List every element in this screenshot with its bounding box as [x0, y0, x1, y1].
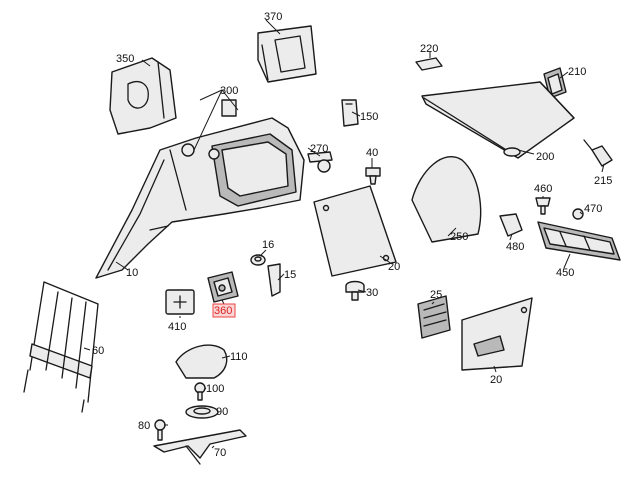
part-220[interactable] — [415, 57, 443, 71]
callout-15: 15 — [284, 269, 296, 281]
callout-40: 40 — [366, 147, 378, 159]
part-20-upper[interactable] — [313, 185, 397, 277]
callout-25: 25 — [430, 289, 442, 301]
part-20-lower[interactable] — [461, 297, 533, 371]
callout-360: 360 — [214, 305, 232, 317]
part-210[interactable] — [543, 67, 567, 99]
callout-220: 220 — [420, 43, 438, 55]
part-70[interactable] — [153, 429, 247, 465]
callout-30: 30 — [366, 287, 378, 299]
callout-215: 215 — [594, 175, 612, 187]
part-460[interactable] — [535, 197, 551, 215]
highlight-box-360 — [212, 303, 236, 318]
part-100[interactable] — [194, 382, 206, 401]
part-110[interactable] — [175, 344, 228, 379]
callout-90: 90 — [216, 406, 228, 418]
callout-470: 470 — [584, 203, 602, 215]
callout-20-lower: 20 — [490, 374, 502, 386]
callout-110: 110 — [230, 351, 248, 363]
callout-350: 350 — [116, 53, 134, 65]
part-480[interactable] — [499, 213, 523, 237]
callout-80: 80 — [138, 420, 150, 432]
part-450[interactable] — [537, 221, 621, 261]
part-200[interactable] — [421, 81, 575, 159]
part-80[interactable] — [154, 419, 166, 441]
callout-210: 210 — [568, 66, 586, 78]
callout-480: 480 — [506, 241, 524, 253]
part-15[interactable] — [267, 263, 281, 297]
callout-labels: 370 350 300 150 270 40 20 30 16 15 410 3… — [92, 11, 612, 459]
part-300[interactable] — [221, 99, 237, 117]
callout-300: 300 — [220, 85, 238, 97]
part-250[interactable] — [411, 155, 482, 243]
part-60[interactable] — [23, 281, 99, 413]
callout-370: 370 — [264, 11, 282, 23]
callout-10: 10 — [126, 267, 138, 279]
part-25[interactable] — [417, 295, 451, 339]
callout-16: 16 — [262, 239, 274, 251]
part-40[interactable] — [365, 167, 381, 185]
part-16[interactable] — [250, 254, 266, 266]
callout-460: 460 — [534, 183, 552, 195]
part-150[interactable] — [341, 99, 359, 127]
callout-410: 410 — [168, 321, 186, 333]
callout-70: 70 — [214, 447, 226, 459]
part-10[interactable] — [95, 117, 305, 279]
part-350[interactable] — [109, 57, 177, 135]
callout-60: 60 — [92, 345, 104, 357]
part-470[interactable] — [572, 208, 584, 220]
part-90[interactable] — [185, 405, 219, 419]
callout-20-upper: 20 — [388, 261, 400, 273]
part-270[interactable] — [307, 151, 333, 173]
part-215[interactable] — [583, 139, 613, 167]
callout-200: 200 — [536, 151, 554, 163]
callout-150: 150 — [360, 111, 378, 123]
part-370[interactable] — [257, 25, 317, 83]
leader-lines — [83, 19, 605, 449]
callout-250: 250 — [450, 231, 468, 243]
callout-100: 100 — [206, 383, 224, 395]
part-410[interactable] — [165, 289, 195, 315]
part-360[interactable] — [207, 271, 239, 303]
callout-450: 450 — [556, 267, 574, 279]
callout-270: 270 — [310, 143, 328, 155]
